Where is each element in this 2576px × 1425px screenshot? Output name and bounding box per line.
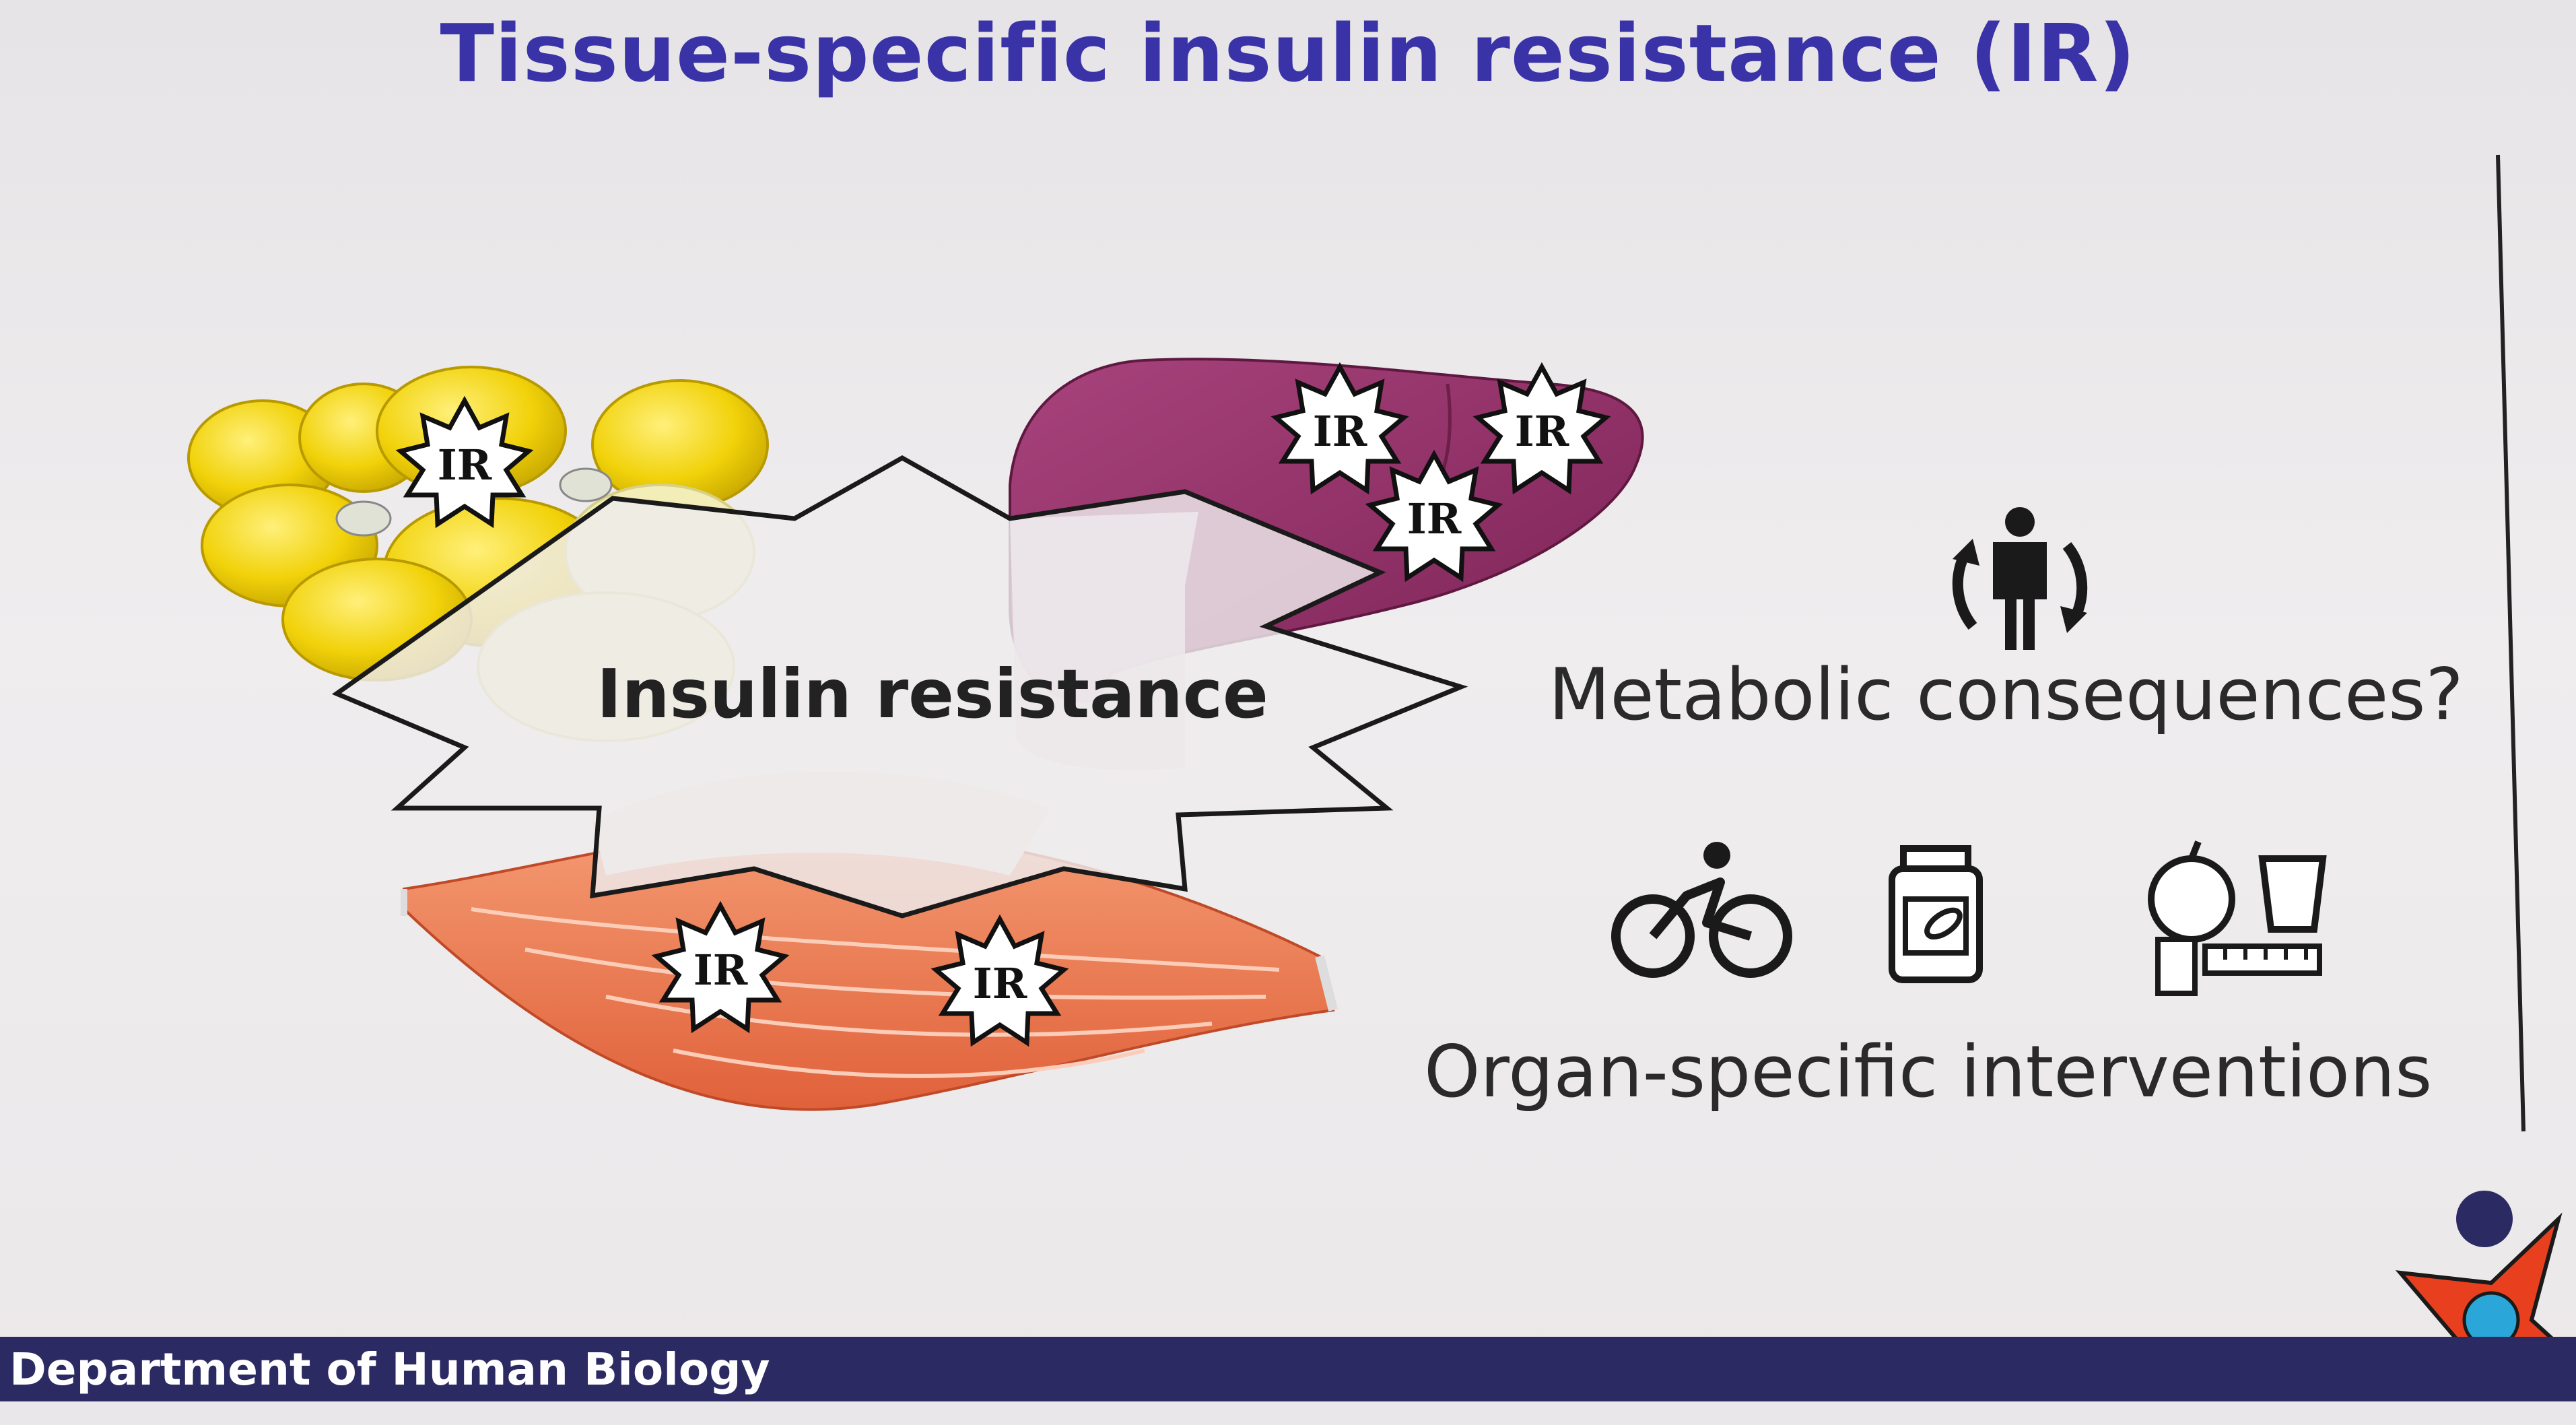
insulin-resistance-starburst bbox=[331, 455, 1468, 919]
svg-text:IR: IR bbox=[1515, 407, 1569, 456]
footer-strip bbox=[0, 1401, 2576, 1425]
person-cycle-icon bbox=[1952, 507, 2088, 650]
insulin-resistance-label: Insulin resistance bbox=[597, 655, 1268, 733]
logo-icon bbox=[2395, 1191, 2576, 1425]
svg-text:IR: IR bbox=[438, 440, 492, 490]
ir-badge: IR bbox=[930, 914, 1069, 1047]
diet-measure-icon bbox=[2148, 840, 2327, 996]
ir-badge: IR bbox=[651, 900, 790, 1034]
slide-title: Tissue-specific insulin resistance (IR) bbox=[440, 7, 2136, 100]
ir-badge: IR bbox=[395, 395, 534, 529]
footer-bar: Department of Human Biology bbox=[0, 1337, 2576, 1401]
department-label: Department of Human Biology bbox=[9, 1344, 770, 1395]
organ-specific-interventions-label: Organ-specific interventions bbox=[1424, 1030, 2433, 1113]
svg-text:IR: IR bbox=[693, 946, 748, 995]
bicycle-icon bbox=[1611, 842, 1792, 978]
svg-text:IR: IR bbox=[1313, 407, 1367, 456]
ir-badge: IR bbox=[1472, 362, 1611, 495]
ir-badge: IR bbox=[1365, 449, 1503, 583]
svg-text:IR: IR bbox=[1407, 494, 1462, 543]
svg-text:IR: IR bbox=[973, 959, 1027, 1008]
metabolic-consequences-label: Metabolic consequences? bbox=[1549, 653, 2464, 736]
pill-bottle-icon bbox=[1889, 845, 1983, 983]
vertical-divider bbox=[2496, 154, 2526, 1132]
ir-badge: IR bbox=[1270, 362, 1409, 495]
